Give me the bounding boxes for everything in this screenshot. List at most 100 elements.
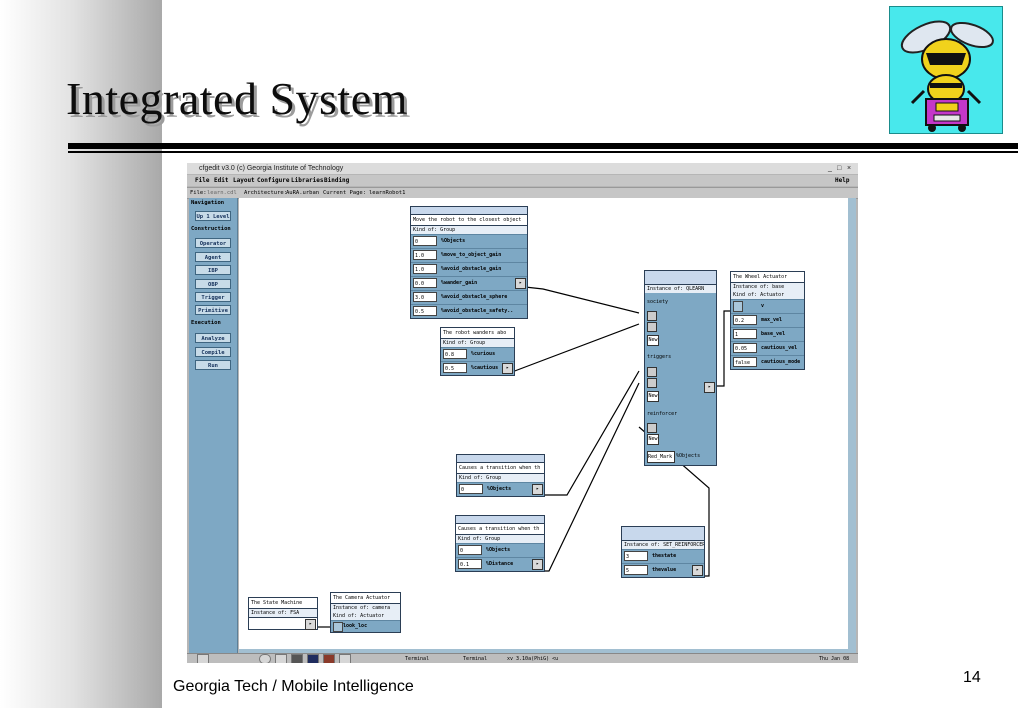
param-value[interactable]: Red_Mark bbox=[647, 451, 675, 463]
close-button[interactable]: × bbox=[847, 165, 852, 172]
param-name: %cautious bbox=[471, 365, 499, 371]
port-checkbox[interactable] bbox=[647, 311, 657, 321]
node-transition-1[interactable]: Causes a transition when th Kind of: Gro… bbox=[456, 454, 545, 497]
menu-binding[interactable]: Binding bbox=[324, 177, 350, 184]
param-value[interactable]: 0 bbox=[459, 484, 483, 494]
param-row: 0.8%curious bbox=[441, 347, 514, 361]
horizontal-scrollbar[interactable] bbox=[239, 649, 848, 653]
window-title: cfgedit v3.0 (c) Georgia Institute of Te… bbox=[199, 165, 344, 172]
port-checkbox[interactable] bbox=[647, 322, 657, 332]
taskbar-item-terminal-2[interactable]: Terminal bbox=[463, 656, 488, 662]
output-arrow-button[interactable]: ▸ bbox=[532, 484, 543, 495]
menu-configure[interactable]: Configure bbox=[257, 177, 290, 184]
param-value[interactable]: 0 bbox=[413, 236, 437, 246]
node-kind: Kind of: Actuator bbox=[731, 291, 804, 299]
node-state-machine[interactable]: The State Machine Instance of: FSA ▸ bbox=[248, 597, 318, 630]
construction-heading: Construction bbox=[191, 226, 231, 232]
terminal-icon[interactable] bbox=[291, 654, 303, 663]
menu-edit[interactable]: Edit bbox=[214, 177, 229, 184]
help-icon[interactable] bbox=[259, 654, 271, 663]
param-value[interactable]: 3 bbox=[624, 551, 648, 561]
param-value[interactable]: 0.8 bbox=[443, 349, 467, 359]
node-instance: Instance of: SET_REINFORCER bbox=[622, 541, 704, 549]
output-arrow-button[interactable]: ▸ bbox=[502, 363, 513, 374]
node-qlearn[interactable]: Instance of: QLEARN society New triggers… bbox=[644, 270, 717, 466]
output-arrow-button[interactable]: ▸ bbox=[305, 619, 316, 630]
param-row: 0.1%Distance▸ bbox=[456, 557, 544, 571]
param-name: %Objects bbox=[441, 238, 466, 244]
desk-icon[interactable] bbox=[339, 654, 351, 663]
param-value[interactable]: 0.5 bbox=[443, 363, 467, 373]
new-button[interactable]: New bbox=[647, 391, 659, 402]
node-instance: Instance of: base bbox=[731, 283, 804, 291]
node-wheel-actuator[interactable]: The Wheel Actuator Instance of: base Kin… bbox=[730, 271, 805, 370]
param-value[interactable]: 1.0 bbox=[413, 250, 437, 260]
param-value[interactable]: 0.0 bbox=[413, 278, 437, 288]
param-name: %Objects bbox=[486, 547, 511, 553]
param-value[interactable]: 3.0 bbox=[413, 292, 437, 302]
slide-page-number: 14 bbox=[963, 669, 981, 686]
obp-button[interactable]: OBP bbox=[195, 279, 231, 289]
output-arrow-button[interactable]: ▸ bbox=[532, 559, 543, 570]
architecture-label: Architecture: bbox=[244, 190, 288, 196]
window-titlebar: cfgedit v3.0 (c) Georgia Institute of Te… bbox=[187, 163, 858, 174]
menu-libraries[interactable]: Libraries bbox=[291, 177, 324, 184]
up-level-button[interactable]: Up 1 Level bbox=[195, 211, 231, 221]
param-value[interactable]: 1 bbox=[733, 329, 757, 339]
agent-button[interactable]: Agent bbox=[195, 252, 231, 262]
param-value[interactable]: 0.05 bbox=[733, 343, 757, 353]
param-value[interactable]: 5 bbox=[624, 565, 648, 575]
tools-icon[interactable] bbox=[275, 654, 287, 663]
taskbar-item-terminal-1[interactable]: Terminal bbox=[405, 656, 430, 662]
port-checkbox[interactable] bbox=[333, 622, 343, 632]
taskbar-item-xv[interactable]: xv 3.10a(PhiG) <u bbox=[507, 656, 559, 662]
node-kind: Kind of: Actuator bbox=[331, 612, 400, 620]
param-row: 0.5%avoid_obstacle_safety.. bbox=[411, 304, 527, 318]
netscape-icon[interactable] bbox=[307, 654, 319, 663]
menu-file[interactable]: File bbox=[195, 177, 210, 184]
run-button[interactable]: Run bbox=[195, 360, 231, 370]
compile-button[interactable]: Compile bbox=[195, 347, 231, 357]
param-value[interactable]: 0.1 bbox=[458, 559, 482, 569]
analyze-button[interactable]: Analyze bbox=[195, 333, 231, 343]
trigger-button[interactable]: Trigger bbox=[195, 292, 231, 302]
output-arrow-button[interactable]: ▸ bbox=[692, 565, 703, 576]
param-name: %wander_gain bbox=[441, 280, 478, 286]
param-value[interactable]: 1.0 bbox=[413, 264, 437, 274]
port-checkbox[interactable] bbox=[647, 378, 657, 388]
output-arrow-button[interactable]: ▸ bbox=[704, 382, 715, 393]
param-value[interactable]: false bbox=[733, 357, 757, 367]
port-society: society bbox=[647, 299, 669, 305]
port-checkbox[interactable] bbox=[647, 423, 657, 433]
new-button[interactable]: New bbox=[647, 434, 659, 445]
param-value[interactable]: 0 bbox=[458, 545, 482, 555]
operator-button[interactable]: Operator bbox=[195, 238, 231, 248]
node-transition-2[interactable]: Causes a transition when th Kind of: Gro… bbox=[455, 515, 545, 572]
new-button[interactable]: New bbox=[647, 335, 659, 346]
port-checkbox[interactable] bbox=[733, 301, 743, 312]
vertical-scrollbar[interactable] bbox=[848, 198, 856, 653]
param-row: 1.0%move_to_object_gain bbox=[411, 248, 527, 262]
port-checkbox[interactable] bbox=[647, 367, 657, 377]
primitive-button[interactable]: Primitive bbox=[195, 305, 231, 315]
ibp-button[interactable]: IBP bbox=[195, 265, 231, 275]
param-name: max_vel bbox=[761, 317, 783, 323]
app-icon[interactable] bbox=[197, 654, 209, 663]
link-chain-icon bbox=[456, 516, 544, 524]
menu-layout[interactable]: Layout bbox=[233, 177, 255, 184]
param-value[interactable]: 0.5 bbox=[413, 306, 437, 316]
maximize-button[interactable]: □ bbox=[837, 165, 842, 172]
node-robot-wanders[interactable]: The robot wanders abo Kind of: Group 0.8… bbox=[440, 327, 515, 376]
node-kind: Kind of: Group bbox=[456, 535, 544, 543]
node-move-to-closest-object[interactable]: Move the robot to the closest object Kin… bbox=[410, 206, 528, 319]
output-arrow-button[interactable]: ▸ bbox=[515, 278, 526, 289]
param-value[interactable]: 0.2 bbox=[733, 315, 757, 325]
node-camera-actuator[interactable]: The Camera Actuator Instance of: camera … bbox=[330, 592, 401, 633]
editor-icon[interactable] bbox=[323, 654, 335, 663]
param-row: 0.0 %wander_gain ▸ bbox=[411, 276, 527, 290]
minimize-button[interactable]: _ bbox=[828, 165, 832, 172]
menu-help[interactable]: Help bbox=[835, 177, 850, 184]
wire-wander-to-society bbox=[511, 323, 640, 373]
